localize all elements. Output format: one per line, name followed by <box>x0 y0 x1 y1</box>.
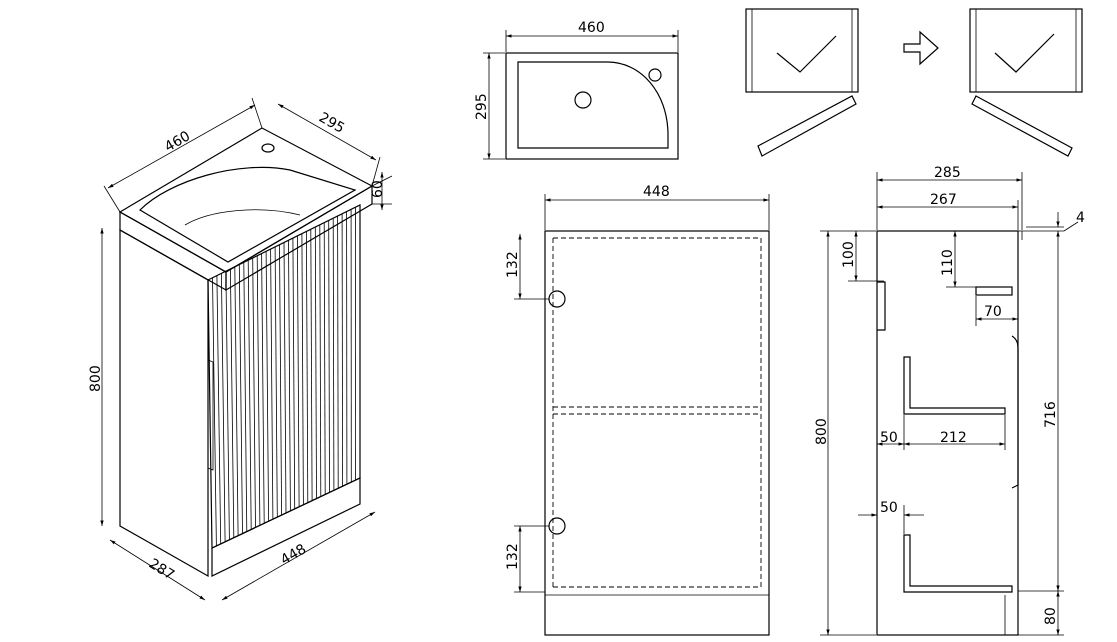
flute-line <box>292 238 296 509</box>
side-shelf-left-label: 50 <box>880 430 898 446</box>
basin-depth-label: 295 <box>474 93 490 120</box>
check-icon <box>994 33 1055 73</box>
flute-line <box>323 222 326 495</box>
side-waste-outlet <box>975 286 1013 296</box>
flute-line <box>305 231 309 503</box>
door-after-icon <box>969 8 1083 157</box>
side-door-handle <box>1011 335 1019 489</box>
flute-line <box>243 262 248 532</box>
flute-line <box>261 253 265 524</box>
flute-line <box>270 249 274 520</box>
front-width-label: 448 <box>643 184 670 200</box>
iso-tap-hole <box>261 143 275 153</box>
basin-tap-hole <box>648 68 662 82</box>
flute-line <box>247 260 252 530</box>
open-door-panel <box>971 95 1073 157</box>
basin-bowl <box>517 61 669 149</box>
check-icon <box>776 35 837 73</box>
iso-bowl-inner <box>184 209 301 226</box>
side-drain-offset-label: 70 <box>984 304 1002 320</box>
iso-width-label: 460 <box>162 128 193 155</box>
iso-cabinet-side <box>119 228 209 578</box>
basin-width-label: 460 <box>578 20 605 36</box>
flute-line <box>234 266 239 536</box>
flute-line <box>221 273 226 542</box>
flute-line <box>212 277 217 546</box>
hinge-bottom <box>548 517 566 535</box>
flute-line <box>332 218 335 491</box>
side-plinth-label: 80 <box>1043 607 1059 625</box>
front-cabinet <box>544 230 770 636</box>
flute-line <box>328 220 330 493</box>
iso-plinth <box>211 477 361 577</box>
door-before-icon <box>745 8 859 157</box>
flute-line <box>252 257 256 528</box>
isometric-view: 460 295 60 800 287 448 <box>88 97 393 601</box>
side-total-height-label: 800 <box>814 418 830 445</box>
flute-line <box>283 242 287 514</box>
flute-line <box>314 227 317 499</box>
front-top-hinge-label: 132 <box>505 251 521 278</box>
front-view: 448 132 132 <box>505 184 770 636</box>
side-shelf-lower <box>903 534 1013 593</box>
iso-door-flutes <box>212 207 357 546</box>
flute-line <box>310 229 313 501</box>
front-bottom-hinge-label: 132 <box>505 543 521 570</box>
flute-line <box>288 240 291 511</box>
flute-line <box>256 255 261 526</box>
side-inner-depth-label: 267 <box>930 192 957 208</box>
flute-line <box>341 213 344 487</box>
iso-base-width-label: 448 <box>278 541 309 568</box>
side-lip-label: 4 <box>1076 210 1085 226</box>
flute-line <box>279 244 282 516</box>
iso-basin-top <box>118 127 374 273</box>
side-top-gap-label: 100 <box>841 241 857 268</box>
hinge-top <box>548 290 566 308</box>
side-shelf-width-label: 212 <box>940 430 967 446</box>
arrow-right-icon <box>903 30 939 66</box>
iso-basin-height-label: 60 <box>370 180 386 198</box>
side-shelf-upper <box>903 356 1006 415</box>
open-door-panel <box>757 95 857 157</box>
iso-depth-label: 295 <box>316 110 347 137</box>
iso-height-label: 800 <box>88 365 104 392</box>
side-lower-left-label: 50 <box>880 500 898 516</box>
side-outer-depth-label: 285 <box>934 165 961 181</box>
flute-line <box>238 264 243 534</box>
flute-line <box>216 275 222 544</box>
side-drain <box>877 281 886 331</box>
flute-line <box>337 215 339 489</box>
flute-line <box>230 268 235 538</box>
basin-outline <box>505 52 679 160</box>
flute-line <box>297 235 300 507</box>
iso-door-notch <box>207 359 214 471</box>
flute-line <box>225 271 230 540</box>
iso-basin-side-face <box>225 184 373 292</box>
side-body-height-label: 716 <box>1043 401 1059 428</box>
flute-line <box>301 233 304 505</box>
basin-drain-hole <box>574 91 592 109</box>
flute-line <box>265 251 269 522</box>
side-view: 285 267 800 100 110 70 50 212 50 <box>814 165 1085 636</box>
flute-line <box>319 224 322 497</box>
flute-line <box>274 246 278 518</box>
side-drain-height-label: 110 <box>940 249 956 276</box>
basin-top-view: 460 295 <box>474 20 679 160</box>
